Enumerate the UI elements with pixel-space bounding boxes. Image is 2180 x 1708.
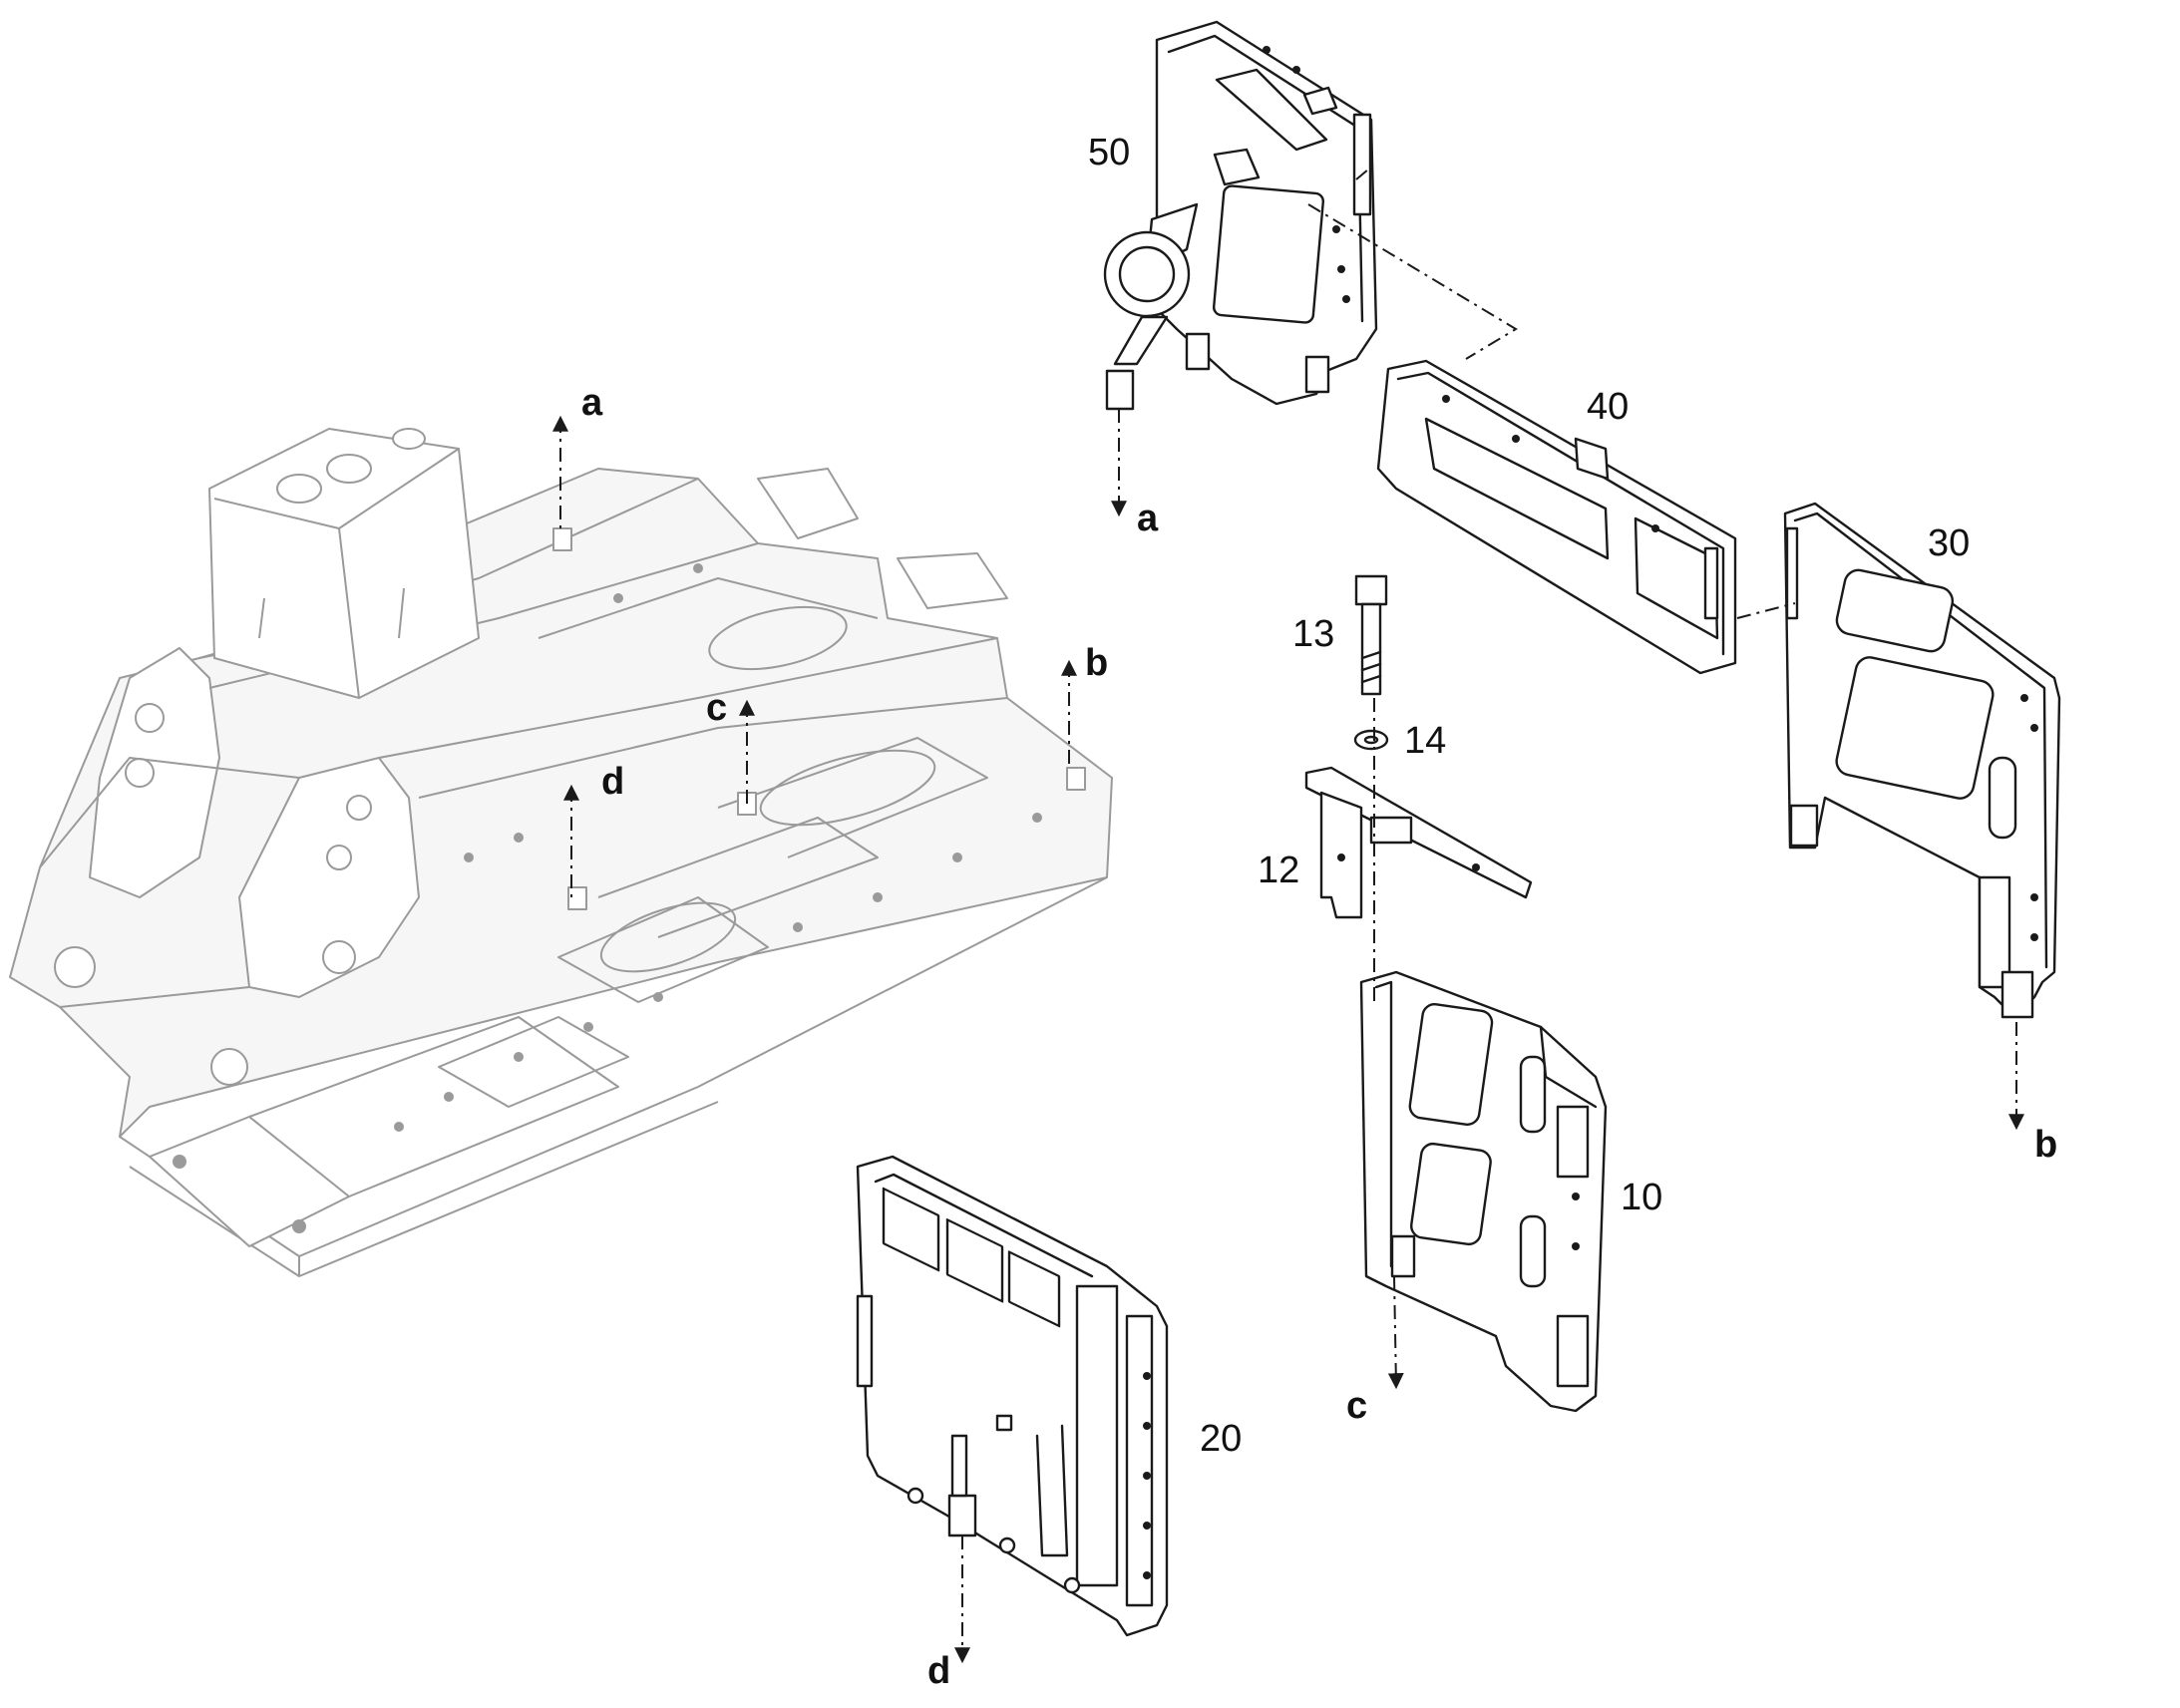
ref-letter-c-part: c [1346, 1385, 1367, 1427]
alignment-lines [552, 169, 2024, 1664]
ref-letter-d-frame: d [601, 761, 624, 803]
part-10-panel [1359, 970, 1608, 1413]
part-14-washer [1353, 729, 1389, 751]
ref-letter-c-frame: c [706, 687, 727, 729]
part-label-20: 20 [1200, 1418, 1242, 1460]
part-13-bolt [1354, 574, 1388, 696]
ref-letter-b-part: b [2034, 1124, 2057, 1166]
ref-letter-d-part: d [927, 1650, 950, 1692]
part-label-14: 14 [1404, 720, 1446, 762]
part-40-panel [1376, 359, 1737, 675]
part-label-40: 40 [1587, 386, 1629, 428]
ref-letter-a-part: a [1137, 498, 1159, 539]
machine-frame [9, 428, 1113, 1277]
part-label-30: 30 [1928, 522, 1970, 564]
ref-letter-b-frame: b [1085, 642, 1108, 684]
part-label-13: 13 [1292, 613, 1334, 655]
part-50-panel [1103, 20, 1378, 411]
part-30-panel [1783, 502, 2061, 1019]
part-label-10: 10 [1621, 1177, 1662, 1218]
part-12-bracket [1304, 766, 1533, 919]
part-label-12: 12 [1258, 850, 1299, 891]
part-label-50: 50 [1088, 132, 1130, 173]
part-20-panel [856, 1155, 1169, 1637]
ref-letter-a-frame: a [581, 382, 603, 424]
